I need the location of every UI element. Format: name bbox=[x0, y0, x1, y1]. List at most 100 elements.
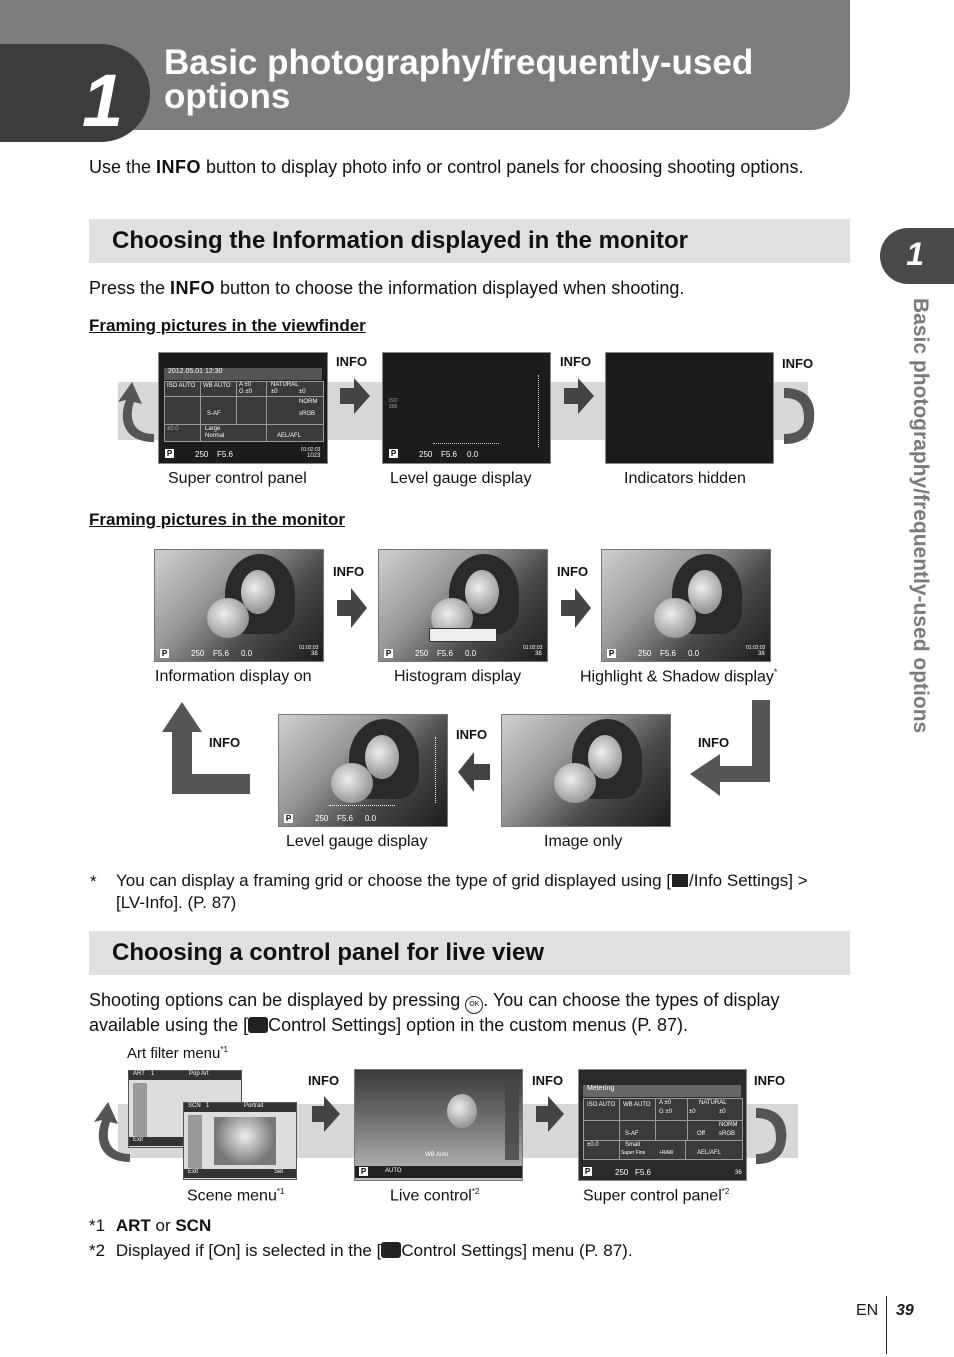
shutter: 250 bbox=[615, 1168, 629, 1177]
info-label: INFO bbox=[209, 735, 241, 750]
horizontal-level-bar bbox=[329, 805, 395, 808]
shutter: 250 bbox=[415, 649, 429, 658]
info-label: INFO bbox=[754, 1073, 786, 1088]
arrow-right-icon bbox=[340, 378, 370, 414]
art-menu-titlebar bbox=[129, 1071, 241, 1080]
vertical-level-bar bbox=[538, 375, 542, 447]
scp-ael: AEL/AFL bbox=[277, 433, 302, 439]
camera-icon bbox=[248, 1017, 269, 1033]
aperture: F5.6 bbox=[635, 1168, 652, 1177]
intro-text-end: button to display photo info or control … bbox=[201, 157, 804, 177]
exit-label: Exit bbox=[133, 1137, 144, 1143]
caption-highlight-shadow: Highlight & Shadow display* bbox=[580, 667, 777, 686]
info-label: INFO bbox=[560, 354, 592, 369]
page-title: Basic photography/frequently-used option… bbox=[164, 43, 754, 116]
count: 38 bbox=[535, 651, 542, 657]
loop-arrow-left-icon bbox=[94, 1102, 130, 1162]
viewfinder-heading: Framing pictures in the viewfinder bbox=[89, 316, 366, 335]
count: 1023 bbox=[307, 453, 321, 459]
arrow-right-icon bbox=[337, 588, 367, 628]
scp-g: G ±0 bbox=[659, 1109, 672, 1115]
sup: *2 bbox=[721, 1187, 730, 1196]
scp-picture-mode: NATURAL bbox=[699, 1100, 727, 1106]
info-label: INFO bbox=[456, 727, 488, 742]
horizontal-level-bar bbox=[433, 443, 499, 446]
caption-text: Highlight & Shadow display bbox=[580, 668, 774, 686]
footnote-text-end: Control Settings] menu (P. 87). bbox=[401, 1241, 633, 1260]
caption-text: Art filter menu bbox=[127, 1045, 221, 1062]
art-name: Pop Art bbox=[189, 1071, 209, 1077]
time: 01:02:03 bbox=[301, 447, 321, 453]
arrow-right-icon bbox=[561, 588, 591, 628]
aperture: F5.6 bbox=[660, 649, 677, 658]
shutter: 250 bbox=[419, 450, 433, 459]
section1-intro-text-end: button to choose the information display… bbox=[215, 278, 685, 298]
scp-a: A ±0 bbox=[239, 382, 251, 388]
scp-saturation: ±0 bbox=[299, 389, 306, 395]
time: 01:02:03 bbox=[523, 645, 543, 651]
shutter: 250 bbox=[638, 649, 652, 658]
footnote-grid: You can display a framing grid or choose… bbox=[116, 870, 836, 914]
exposure: 0.0 bbox=[241, 649, 253, 658]
loop-arrow-left-icon bbox=[118, 382, 154, 442]
set-label: Set bbox=[274, 1169, 284, 1175]
photo-highlight-shadow: P 250 F5.6 0.0 01:02:03 38 bbox=[601, 549, 771, 662]
scn-menu-footer bbox=[184, 1169, 296, 1178]
caption-scene-menu: Scene menu*1 bbox=[187, 1187, 284, 1205]
ok-button-icon: OK bbox=[465, 996, 484, 1014]
portrait-preview bbox=[214, 1117, 276, 1165]
caption-image-only: Image only bbox=[544, 833, 623, 850]
scene-menu-screen: SCN 1 Portrait Exit Set bbox=[183, 1102, 297, 1180]
aperture: F5.6 bbox=[337, 814, 354, 823]
section-heading-bar: Choosing a control panel for live view bbox=[89, 931, 850, 975]
aperture: F5.6 bbox=[437, 649, 454, 658]
section-title: Choosing the Information displayed in th… bbox=[112, 227, 688, 254]
histogram bbox=[429, 628, 497, 642]
arrow-left-icon bbox=[458, 752, 490, 792]
chapter-side-tab bbox=[880, 228, 954, 284]
scp-color-space: sRGB bbox=[299, 411, 316, 417]
art-tab: ART bbox=[133, 1071, 145, 1077]
footnote-1: *1 ART or SCN bbox=[89, 1214, 211, 1237]
section2-paragraph: Shooting options can be displayed by pre… bbox=[89, 989, 854, 1037]
caption-level-gauge-monitor: Level gauge display bbox=[286, 833, 428, 850]
exposure: 0.0 bbox=[365, 814, 377, 823]
caption-histogram: Histogram display bbox=[394, 668, 522, 685]
count: 38 bbox=[311, 651, 318, 657]
section-heading-bar: Choosing the Information displayed in th… bbox=[89, 219, 850, 263]
info-label: INFO bbox=[308, 1073, 340, 1088]
footnote-2: *2 Displayed if [On] is selected in the … bbox=[89, 1239, 849, 1262]
scp-saturation: ±0 bbox=[719, 1109, 726, 1115]
count: 38 bbox=[758, 651, 765, 657]
mode-p: P bbox=[583, 1167, 592, 1176]
footnote-text-end: /Info Settings] > [LV-Info]. (P. 87) bbox=[116, 871, 808, 912]
footnote-mark: * bbox=[90, 872, 97, 891]
sup: *1 bbox=[276, 1187, 285, 1196]
mode-p: P bbox=[389, 449, 398, 458]
live-control-screen: WB Auto P AUTO bbox=[354, 1069, 523, 1181]
scn-menu-titlebar bbox=[184, 1103, 296, 1112]
photo-histogram-display: P 250 F5.6 0.0 01:02:03 38 bbox=[378, 549, 548, 662]
scn-keyword: SCN bbox=[175, 1216, 212, 1235]
sup: *1 bbox=[220, 1045, 228, 1054]
super-control-panel-live-screen: Metering ISO AUTO WB AUTO A ±0 NATURAL G… bbox=[578, 1069, 747, 1181]
chapter-number-badge bbox=[0, 44, 150, 142]
arrow-right-icon bbox=[312, 1096, 340, 1132]
info-keyword: INFO bbox=[156, 157, 202, 177]
caption-art-filter-menu: Art filter menu*1 bbox=[127, 1045, 228, 1062]
info-label: INFO bbox=[333, 564, 365, 579]
caption-information-display: Information display on bbox=[155, 668, 312, 685]
aperture: F5.6 bbox=[441, 450, 458, 459]
asterisk: * bbox=[773, 667, 778, 677]
loop-arrow-right-icon bbox=[784, 388, 815, 444]
caption-super-control-panel-live: Super control panel*2 bbox=[583, 1187, 729, 1205]
photo-image-only bbox=[501, 714, 671, 827]
arrow-right-icon bbox=[564, 378, 594, 414]
scn-tab: SCN bbox=[188, 1103, 201, 1109]
count: 36 bbox=[735, 1170, 742, 1176]
mode-p: P bbox=[607, 649, 616, 658]
footnote-num: *2 bbox=[89, 1241, 106, 1260]
section1-intro-text: Press the bbox=[89, 278, 171, 298]
super-control-panel-screen: 2012.05.01 12:30 ISO AUTO WB AUTO A ±0 N… bbox=[158, 352, 328, 464]
section2-text-end: Control Settings] option in the custom m… bbox=[268, 1015, 688, 1035]
